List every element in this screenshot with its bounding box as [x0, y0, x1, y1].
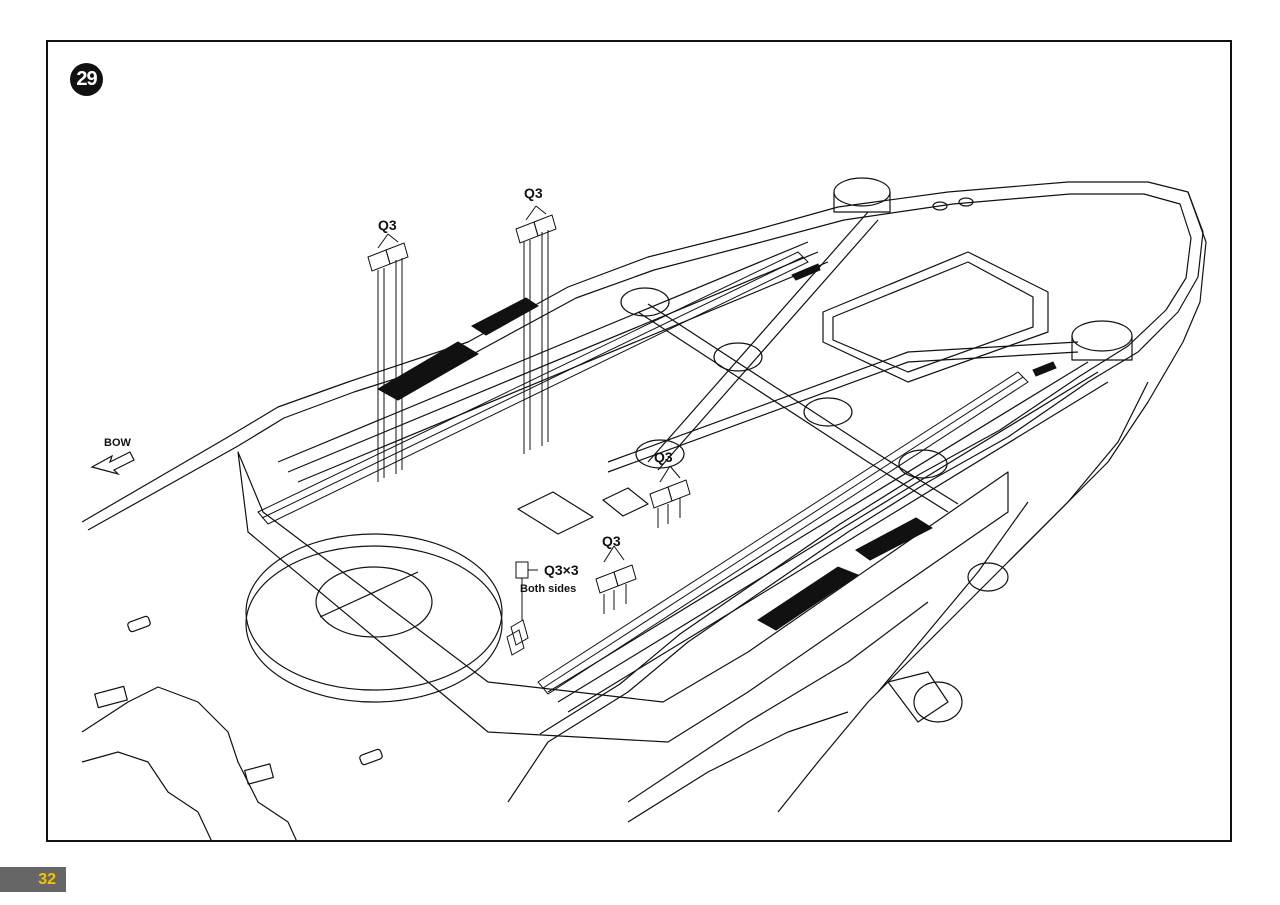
- deck-plate: [517, 491, 594, 535]
- turret-ring-inner: [315, 566, 433, 638]
- hatch: [822, 251, 1049, 383]
- propeller: [967, 562, 1009, 592]
- page-number: 32: [0, 867, 66, 892]
- grid-walkway: [257, 251, 809, 525]
- grate-dark: [471, 297, 539, 336]
- cross-walkway-b: [637, 311, 949, 513]
- grate-dark: [1032, 361, 1057, 377]
- label-q3-c: Q3: [654, 449, 673, 465]
- junction-plate: [635, 439, 685, 469]
- step-number-badge: 29: [70, 63, 103, 96]
- bollard: [1071, 320, 1133, 352]
- grate-dark: [757, 566, 860, 631]
- label-both-sides: Both sides: [520, 583, 576, 595]
- bow-arrow: [90, 451, 135, 476]
- deck-plate: [602, 487, 649, 517]
- ship-bow-deck-diagram: Q3 Q3 Q3 Q3 Q3×3 Both sides BOW: [81, 177, 1207, 840]
- walkway-right: [547, 361, 1089, 693]
- deck-outline: [81, 181, 1204, 803]
- bollard: [833, 177, 891, 207]
- grate-dark: [791, 263, 821, 281]
- q3-part-group-c: [649, 465, 691, 528]
- label-q3-b: Q3: [524, 185, 543, 201]
- q3x3-part-group: [506, 561, 538, 656]
- grate-dark: [855, 517, 934, 561]
- junction-plate: [898, 449, 948, 479]
- cross-walkway-a: [607, 341, 1079, 463]
- label-q3x3: Q3×3: [544, 562, 579, 578]
- propeller: [913, 681, 963, 723]
- junction-plate: [713, 342, 763, 372]
- q3-part-group-d: [595, 545, 637, 614]
- q3-part-group-a: [367, 233, 409, 482]
- grate-dark: [376, 341, 479, 401]
- junction-plate: [620, 287, 670, 317]
- label-q3-a: Q3: [378, 217, 397, 233]
- q3-part-group-b: [515, 205, 557, 454]
- label-q3-d: Q3: [602, 533, 621, 549]
- walkway-left: [277, 241, 809, 463]
- diagonal-walkway: [647, 211, 869, 463]
- instruction-frame: 29: [46, 40, 1232, 842]
- cabin-outline: [237, 451, 1009, 743]
- label-bow: BOW: [104, 437, 132, 449]
- deck-inner-edge: [87, 193, 1192, 735]
- hull-side: [777, 191, 1207, 813]
- junction-plate: [803, 397, 853, 427]
- turret-ring-outer: [245, 533, 503, 691]
- grid-walkway: [537, 371, 1029, 695]
